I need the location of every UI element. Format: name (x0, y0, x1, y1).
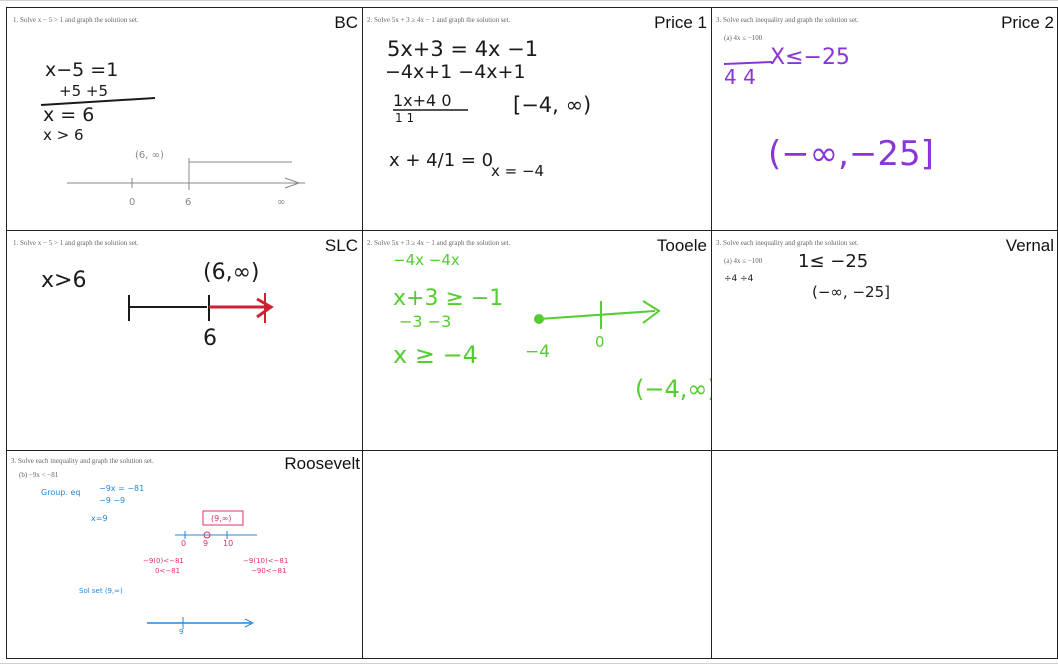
graph-label: (6, ∞) (135, 150, 164, 161)
sub-prompt: (b) −9x < −81 (19, 471, 59, 479)
graph-label: 6 (185, 197, 191, 208)
problem-prompt: 3. Solve each inequality and graph the s… (716, 239, 859, 247)
work-line: x + 4/1 = 0 (389, 150, 493, 171)
school-label: SLC (324, 236, 358, 255)
graph-label: −4 (525, 342, 550, 362)
arrow-head (642, 300, 661, 324)
work-line: 0<−81 (155, 567, 180, 575)
handwriting-bc: x−5 =1 +5 +5 x = 6 x > 6 (6, ∞) 0 6 ∞ (40, 59, 305, 208)
final-answer: [−4, ∞) (513, 93, 591, 117)
work-line: −4x+1 −4x+1 (385, 61, 526, 83)
school-label: Price 2 (1001, 13, 1054, 32)
work-line: 4 4 (724, 65, 756, 89)
graph-label: 6 (203, 326, 217, 351)
handwriting-price-2: 4 4 X≤−25 (−∞,−25] (723, 45, 934, 174)
empty-cell (363, 451, 711, 659)
arrow-head (256, 297, 274, 319)
school-label: BC (334, 13, 358, 32)
arrow-head (244, 618, 255, 628)
work-line: −3 −3 (399, 312, 451, 331)
response-cell-price-1: 2. Solve 5x + 3 ≥ 4x − 1 and graph the s… (363, 8, 711, 230)
problem-prompt: 2. Solve 5x + 3 ≥ 4x − 1 and graph the s… (367, 239, 511, 247)
arrow-head (284, 177, 301, 189)
graph-label: ∞ (277, 197, 285, 208)
fraction-bar (723, 61, 773, 65)
sub-prompt: (a) 4x ≤ −100 (724, 34, 763, 42)
school-label: Vernal (1005, 236, 1054, 255)
problem-prompt: 1. Solve x − 5 > 1 and graph the solutio… (13, 239, 139, 247)
work-line: −90<−81 (251, 567, 286, 575)
response-cell-roosevelt: 3. Solve each inequality and graph the s… (7, 451, 362, 659)
work-line: −9(10)<−81 (243, 557, 288, 565)
interval-notation: (9,∞) (211, 514, 232, 523)
work-line: x+3 ≥ −1 (393, 286, 503, 311)
work-line: x−5 =1 (45, 59, 118, 81)
interval-notation: (−4,∞) (635, 375, 711, 403)
interval-notation: (6,∞) (203, 260, 259, 285)
problem-prompt: 3. Solve each inequality and graph the s… (716, 16, 859, 24)
problem-prompt: 2. Solve 5x + 3 ≥ 4x − 1 and graph the s… (367, 16, 511, 24)
work-line: 1≤ −25 (798, 251, 868, 272)
work-line: Group. eq (41, 488, 80, 497)
work-line: −4x −4x (393, 251, 460, 269)
handwriting-price-1: 5x+3 = 4x −1 −4x+1 −4x+1 1x+4 0 1 1 x + … (385, 37, 591, 180)
response-cell-tooele: 2. Solve 5x + 3 ≥ 4x − 1 and graph the s… (363, 231, 711, 450)
school-label: Tooele (656, 236, 707, 255)
work-line: x = −4 (491, 162, 544, 180)
handwriting-tooele: −4x −4x x+3 ≥ −1 −3 −3 x ≥ −4 −4 0 (−4,∞… (393, 251, 711, 403)
work-line: X≤−25 (770, 45, 850, 70)
response-cell-slc: 1. Solve x − 5 > 1 and graph the solutio… (7, 231, 362, 450)
handwriting-slc: x>6 (6,∞) 6 (41, 260, 274, 351)
final-answer: (−∞, −25] (812, 283, 890, 301)
work-line: x = 6 (43, 104, 94, 126)
graph-label: 10 (223, 539, 233, 548)
school-label: Price 1 (654, 13, 707, 32)
response-cell-bc: 1. Solve x − 5 > 1 and graph the solutio… (7, 8, 362, 230)
school-label: Roosevelt (284, 454, 360, 473)
grid-divider-horizontal-1 (6, 230, 1058, 231)
closed-endpoint (534, 314, 544, 324)
graph-label: 0 (181, 539, 186, 548)
problem-prompt: 3. Solve each inequality and graph the s… (11, 457, 154, 465)
equation-underline (40, 97, 156, 106)
grid-divider-horizontal-2 (6, 450, 1058, 451)
work-line: x ≥ −4 (393, 341, 478, 369)
graph-label: 0 (595, 333, 605, 351)
grid-divider-vertical-1 (362, 7, 363, 659)
sub-prompt: (a) 4x ≤ −100 (724, 257, 763, 265)
work-line: x=9 (91, 514, 108, 523)
work-line: −9 −9 (99, 496, 125, 505)
response-cell-price-2: 3. Solve each inequality and graph the s… (712, 8, 1058, 230)
handwriting-roosevelt: Group. eq −9x = −81 −9 −9 x=9 Sol set (9… (41, 484, 288, 636)
solution-ray (538, 310, 656, 320)
work-line: −9(0)<−81 (143, 557, 184, 565)
grid-divider-vertical-2 (711, 7, 712, 659)
answer-box (202, 510, 244, 526)
work-line: +5 +5 (59, 82, 108, 100)
work-line: 5x+3 = 4x −1 (387, 37, 538, 61)
work-line: Sol set (9,∞) (79, 587, 123, 595)
handwriting-vernal: ÷4 ÷4 1≤ −25 (−∞, −25] (724, 251, 890, 301)
work-line: x > 6 (43, 126, 84, 144)
empty-cell (712, 451, 1058, 659)
final-answer: (−∞,−25] (768, 134, 934, 174)
graph-label: 0 (129, 197, 135, 208)
work-line: −9x = −81 (99, 484, 144, 493)
graph-label: 9 (203, 539, 208, 548)
open-endpoint (203, 531, 211, 539)
work-line: 1x+4 0 (393, 91, 452, 110)
work-line: x>6 (41, 268, 86, 293)
response-cell-vernal: 3. Solve each inequality and graph the s… (712, 231, 1058, 450)
work-line: 1 1 (395, 111, 414, 125)
problem-prompt: 1. Solve x − 5 > 1 and graph the solutio… (13, 16, 139, 24)
graph-label: 9 (179, 628, 183, 636)
work-line: ÷4 ÷4 (724, 274, 754, 284)
